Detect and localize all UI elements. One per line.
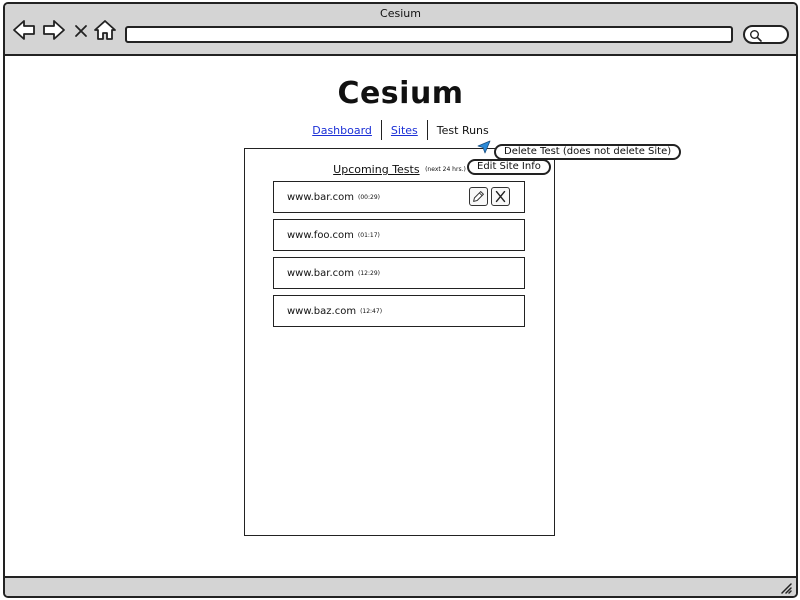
search-field[interactable] [743, 25, 789, 44]
app-title: Cesium [337, 76, 464, 111]
address-bar[interactable] [125, 26, 733, 43]
panel-heading-title: Upcoming Tests [333, 163, 420, 176]
delete-test-callout: Delete Test (does not delete Site) [494, 144, 682, 160]
test-row[interactable]: www.foo.com (01:17) [273, 219, 525, 251]
nav-separator [380, 120, 382, 140]
window-title: Cesium [380, 7, 421, 20]
back-arrow-icon[interactable] [12, 19, 36, 41]
test-site: www.bar.com [287, 267, 355, 279]
nav-link-dashboard[interactable]: Dashboard [312, 123, 372, 137]
test-row[interactable]: www.bar.com (00:29) [273, 181, 525, 213]
main-nav: Dashboard Sites Test Runs [5, 120, 796, 140]
nav-link-sites[interactable]: Sites [390, 123, 418, 137]
test-site: www.bar.com [287, 191, 355, 203]
home-icon[interactable] [93, 19, 117, 41]
resize-grip-icon[interactable] [780, 582, 792, 594]
browser-statusbar [5, 576, 796, 596]
test-row[interactable]: www.baz.com (12:47) [273, 295, 525, 327]
panel-heading: Upcoming Tests (next 24 hrs.) [245, 163, 554, 176]
test-row[interactable]: www.bar.com (12:29) [273, 257, 525, 289]
edit-site-callout: Edit Site Info [467, 159, 551, 175]
test-time: (01:17) [357, 231, 380, 239]
test-time: (12:47) [360, 307, 383, 315]
close-icon[interactable] [73, 19, 89, 41]
nav-separator [426, 120, 428, 140]
pointer-cursor-icon [477, 140, 491, 154]
nav-link-test-runs[interactable]: Test Runs [436, 123, 489, 137]
upcoming-tests-panel: Upcoming Tests (next 24 hrs.) www.bar.co… [244, 148, 555, 536]
test-time: (12:29) [358, 269, 380, 277]
delete-x-icon[interactable] [491, 187, 510, 206]
browser-titlebar: Cesium [5, 4, 796, 56]
page-content: Cesium Dashboard Sites Test Runs Upcomin… [5, 58, 796, 576]
test-site: www.foo.com [287, 229, 354, 241]
browser-window: Cesium Cesium Dashboard Sites Tes [3, 2, 798, 598]
edit-pencil-icon[interactable] [469, 187, 488, 206]
search-icon [750, 30, 762, 42]
test-time: (00:29) [358, 193, 380, 201]
test-site: www.baz.com [287, 305, 357, 317]
forward-arrow-icon[interactable] [42, 19, 66, 41]
panel-heading-subtitle: (next 24 hrs.) [425, 166, 466, 173]
